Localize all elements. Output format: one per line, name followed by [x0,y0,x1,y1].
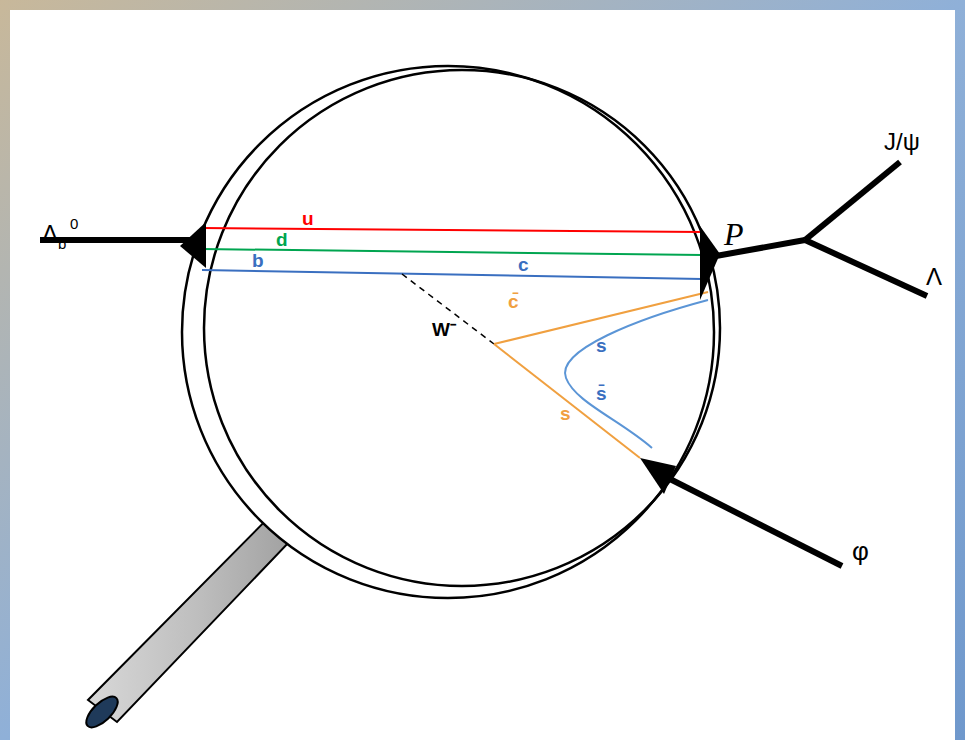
lambda-line [805,240,927,296]
phi-line [664,476,842,566]
lens-ring [182,66,714,598]
quark-label: u [302,209,314,228]
particle-label: φ [852,538,869,564]
lens-ring [204,70,720,586]
s-quark-line [494,344,640,458]
vertex-arrow [180,222,206,268]
particle-label: Λ [926,265,942,289]
quark-label: s̄ [596,384,607,403]
boson-label: W⁻ [432,320,456,339]
quark-label: s [560,404,571,423]
s-sbar-loop [565,300,708,448]
b-c-quark-line [202,270,702,279]
quark-label: c [518,255,529,274]
quark-label: s [596,336,607,355]
handle-end [81,692,122,733]
quark-label: b [252,251,264,270]
quark-label: d [276,230,288,249]
particle-label: J/ψ [884,130,920,154]
quark-label: c̄ [508,292,519,311]
vertex-arrow [700,226,720,300]
d-quark-line [202,249,702,255]
superscript: 0 [70,216,78,231]
w-boson-line [402,274,494,344]
jpsi-line [805,162,900,240]
white-panel [10,10,955,740]
subscript: b [58,236,66,251]
particle-label: Λ [42,222,58,246]
pentaquark-label: P [724,218,744,250]
